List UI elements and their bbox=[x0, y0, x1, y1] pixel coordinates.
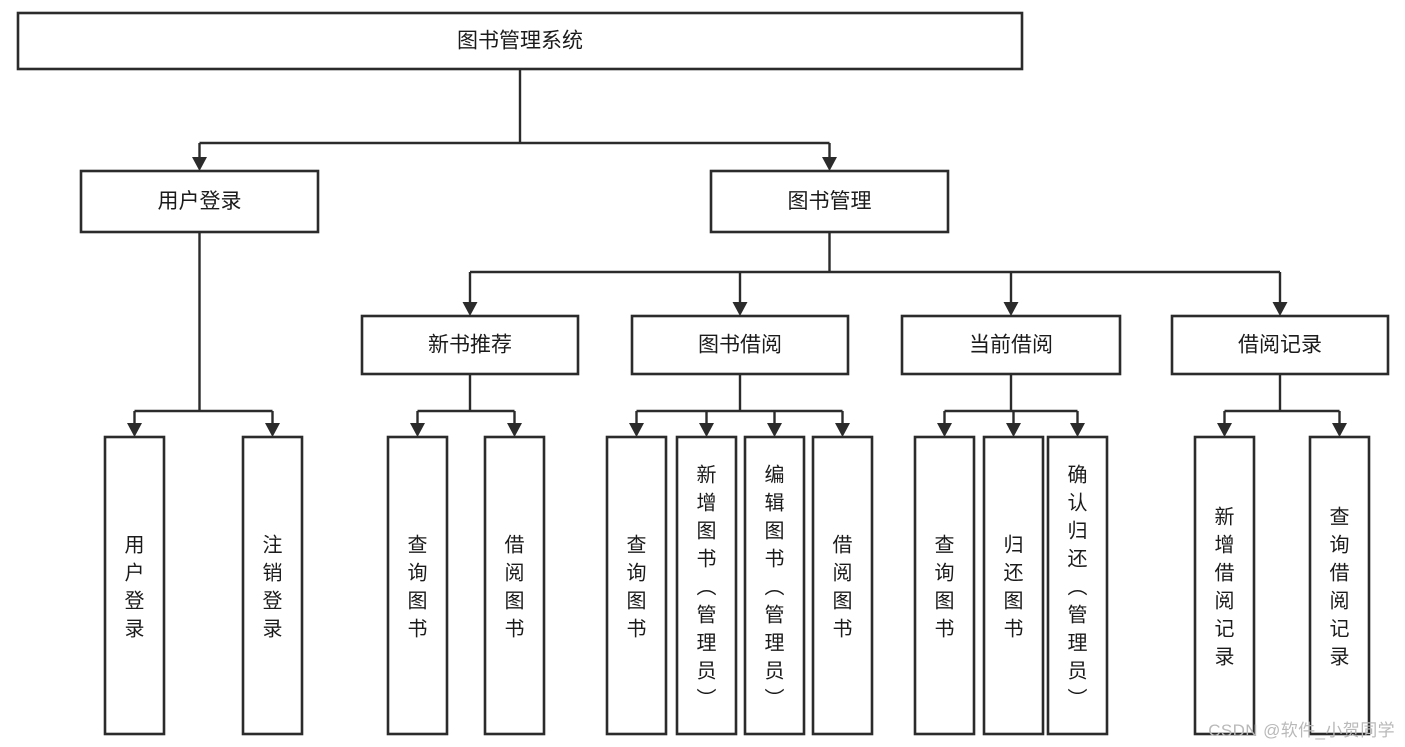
arrow-head-icon bbox=[629, 423, 644, 437]
function-node-2[interactable]: 查询图书 bbox=[386, 435, 449, 736]
module-node-0-rect bbox=[79, 169, 320, 234]
arrow-head-icon bbox=[937, 423, 952, 437]
arrow-head-icon bbox=[462, 302, 478, 316]
function-node-4[interactable]: 查询图书 bbox=[605, 435, 668, 736]
arrow-head-icon bbox=[1217, 423, 1232, 437]
arrow-head-icon bbox=[192, 157, 207, 171]
arrow-head-icon bbox=[1003, 302, 1019, 316]
arrow-head-icon bbox=[1332, 423, 1347, 437]
module-node-1-label: 图书管理 bbox=[788, 190, 872, 213]
function-node-1[interactable]: 注销登录 bbox=[241, 435, 304, 736]
function-node-5-rect bbox=[675, 435, 738, 736]
function-node-8-rect bbox=[913, 435, 976, 736]
arrow-head-icon bbox=[410, 423, 425, 437]
arrow-head-icon bbox=[265, 423, 280, 437]
csdn-watermark: CSDN @软件_小贺同学 bbox=[1208, 721, 1395, 740]
function-node-0-label: 用户登录 bbox=[125, 534, 145, 640]
root-node-system[interactable]: 图书管理系统 bbox=[16, 11, 1024, 71]
arrow-head-icon bbox=[1272, 302, 1288, 316]
submodule-node-2-label: 当前借阅 bbox=[969, 334, 1053, 357]
function-node-4-rect bbox=[605, 435, 668, 736]
function-node-10-label: 确认归还︵管理员︶ bbox=[1068, 463, 1088, 710]
submodule-node-0-label: 新书推荐 bbox=[428, 334, 512, 357]
function-node-11[interactable]: 新增借阅记录 bbox=[1193, 435, 1256, 736]
module-node-0[interactable]: 用户登录 bbox=[79, 169, 320, 234]
arrow-head-icon bbox=[767, 423, 782, 437]
function-node-12-rect bbox=[1308, 435, 1371, 736]
module-node-0-label: 用户登录 bbox=[158, 190, 242, 213]
function-node-7[interactable]: 借阅图书 bbox=[811, 435, 874, 736]
submodule-node-0-rect bbox=[360, 314, 580, 376]
submodule-node-3[interactable]: 借阅记录 bbox=[1170, 314, 1390, 376]
arrow-head-icon bbox=[1006, 423, 1021, 437]
function-node-6-rect bbox=[743, 435, 806, 736]
function-node-6-label: 编辑图书︵管理员︶ bbox=[765, 463, 785, 710]
function-node-10-rect bbox=[1046, 435, 1109, 736]
arrow-head-icon bbox=[732, 302, 748, 316]
function-node-12[interactable]: 查询借阅记录 bbox=[1308, 435, 1371, 736]
arrow-head-icon bbox=[127, 423, 142, 437]
function-node-1-rect bbox=[241, 435, 304, 736]
function-node-8[interactable]: 查询图书 bbox=[913, 435, 976, 736]
function-node-6[interactable]: 编辑图书︵管理员︶ bbox=[743, 435, 806, 736]
function-node-7-label: 借阅图书 bbox=[833, 533, 853, 640]
function-node-2-label: 查询图书 bbox=[408, 533, 428, 640]
arrow-head-icon bbox=[1070, 423, 1085, 437]
arrow-head-icon bbox=[822, 157, 837, 171]
function-node-3-label: 借阅图书 bbox=[505, 533, 525, 640]
submodule-node-1-rect bbox=[630, 314, 850, 376]
submodule-node-1[interactable]: 图书借阅 bbox=[630, 314, 850, 376]
function-node-7-rect bbox=[811, 435, 874, 736]
root-node-system-label: 图书管理系统 bbox=[457, 30, 583, 53]
function-node-3-rect bbox=[483, 435, 546, 736]
submodule-node-0[interactable]: 新书推荐 bbox=[360, 314, 580, 376]
connector-layer bbox=[127, 69, 1347, 437]
function-node-9[interactable]: 归还图书 bbox=[982, 435, 1045, 736]
module-node-1[interactable]: 图书管理 bbox=[709, 169, 950, 234]
submodule-node-2[interactable]: 当前借阅 bbox=[900, 314, 1122, 376]
submodule-node-3-rect bbox=[1170, 314, 1390, 376]
function-node-4-label: 查询图书 bbox=[627, 533, 647, 640]
function-node-1-label: 注销登录 bbox=[263, 533, 283, 640]
arrow-head-icon bbox=[835, 423, 850, 437]
function-node-11-label: 新增借阅记录 bbox=[1215, 505, 1235, 668]
submodule-node-3-label: 借阅记录 bbox=[1238, 334, 1322, 357]
function-node-3[interactable]: 借阅图书 bbox=[483, 435, 546, 736]
submodule-node-1-label: 图书借阅 bbox=[698, 334, 782, 357]
function-node-5[interactable]: 新增图书︵管理员︶ bbox=[675, 435, 738, 736]
function-node-0-rect bbox=[103, 435, 166, 736]
function-node-9-label: 归还图书 bbox=[1004, 533, 1024, 640]
function-node-2-rect bbox=[386, 435, 449, 736]
arrow-head-icon bbox=[507, 423, 522, 437]
root-node-system-rect bbox=[16, 11, 1024, 71]
function-node-8-label: 查询图书 bbox=[935, 533, 955, 640]
function-node-9-rect bbox=[982, 435, 1045, 736]
function-node-10[interactable]: 确认归还︵管理员︶ bbox=[1046, 435, 1109, 736]
function-node-12-label: 查询借阅记录 bbox=[1330, 505, 1350, 668]
arrow-head-icon bbox=[699, 423, 714, 437]
function-node-5-label: 新增图书︵管理员︶ bbox=[697, 463, 717, 710]
node-layer: 图书管理系统用户登录图书管理新书推荐图书借阅当前借阅借阅记录用户登录注销登录查询… bbox=[16, 11, 1390, 736]
submodule-node-2-rect bbox=[900, 314, 1122, 376]
function-node-0[interactable]: 用户登录 bbox=[103, 435, 166, 736]
function-node-11-rect bbox=[1193, 435, 1256, 736]
module-node-1-rect bbox=[709, 169, 950, 234]
